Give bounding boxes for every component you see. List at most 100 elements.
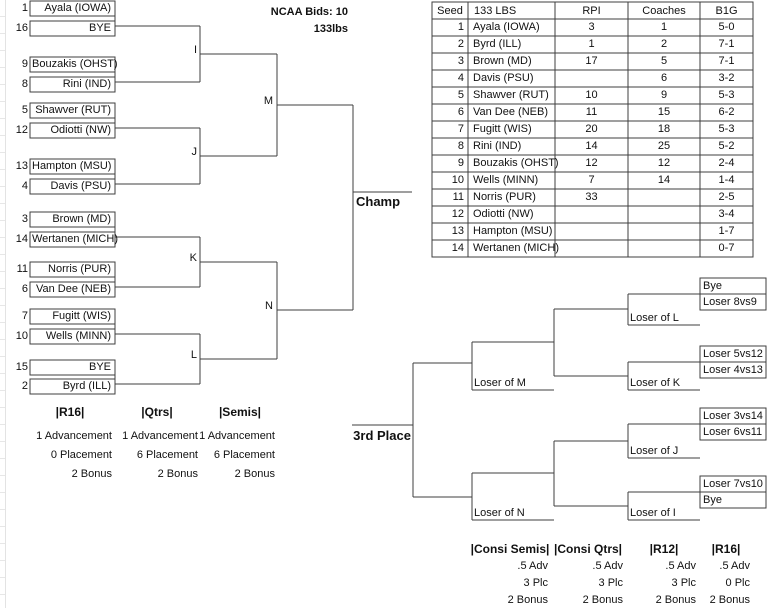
table-cell-b1g: 5-3 bbox=[718, 89, 735, 101]
slot-name: Hampton (MSU) bbox=[32, 160, 112, 172]
consi-entry: Loser 4vs13 bbox=[703, 364, 763, 376]
scoring-header-r16: |R16| bbox=[55, 405, 85, 419]
table-cell-b1g: 2-5 bbox=[718, 191, 735, 203]
table-cell-coaches: 2 bbox=[660, 38, 668, 50]
table-cell-b1g: 3-2 bbox=[718, 72, 735, 84]
slot-name: Norris (PUR) bbox=[48, 263, 111, 275]
table-cell-coaches: 25 bbox=[657, 140, 671, 152]
consi-scoring-header-r12: |R12| bbox=[649, 542, 679, 556]
scoring-line: .5 Adv bbox=[665, 560, 696, 572]
consi-scoring-header-semis: |Consi Semis| bbox=[470, 542, 550, 556]
spreadsheet-gridlines bbox=[0, 0, 6, 608]
scoring-line: .5 Adv bbox=[517, 560, 548, 572]
table-cell-b1g: 7-1 bbox=[718, 38, 735, 50]
scoring-line: 2 Bonus bbox=[709, 594, 750, 606]
scoring-line: 2 Bonus bbox=[582, 594, 623, 606]
table-cell-b1g: 2-4 bbox=[718, 157, 735, 169]
consolation-entry-boxes bbox=[699, 277, 767, 509]
ncaa-bids-title: NCAA Bids: 10 bbox=[270, 6, 348, 18]
table-cell-seed: 2 bbox=[457, 38, 464, 50]
match-label-m: M bbox=[263, 95, 273, 107]
scoring-line: 3 Plc bbox=[598, 577, 623, 589]
scoring-line: 2 Bonus bbox=[234, 468, 275, 480]
scoring-line: 0 Placement bbox=[50, 449, 112, 461]
table-cell-seed: 9 bbox=[457, 157, 464, 169]
scoring-line: 0 Plc bbox=[725, 577, 750, 589]
table-cell-b1g: 7-1 bbox=[718, 55, 735, 67]
table-cell-seed: 8 bbox=[457, 140, 464, 152]
table-cell-seed: 13 bbox=[451, 225, 464, 237]
slot-seed: 7 bbox=[21, 310, 28, 322]
consi-entry: Loser 5vs12 bbox=[703, 348, 763, 360]
consi-entry: Bye bbox=[703, 494, 722, 506]
slot-seed: 13 bbox=[15, 160, 28, 172]
table-cell-b1g: 3-4 bbox=[718, 208, 735, 220]
table-cell-name: Wertanen (MICH) bbox=[473, 242, 559, 254]
table-cell-name: Fugitt (WIS) bbox=[473, 123, 532, 135]
table-cell-name: Davis (PSU) bbox=[473, 72, 534, 84]
table-cell-coaches: 15 bbox=[657, 106, 671, 118]
consi-slot-loser-k: Loser of K bbox=[630, 377, 681, 389]
scoring-line: .5 Adv bbox=[719, 560, 750, 572]
scoring-header-qtrs: |Qtrs| bbox=[141, 405, 173, 419]
slot-name: Brown (MD) bbox=[52, 213, 111, 225]
slot-name: Byrd (ILL) bbox=[62, 380, 111, 392]
table-header-rpi: RPI bbox=[582, 5, 601, 17]
table-cell-rpi: 20 bbox=[585, 123, 598, 135]
table-cell-coaches: 18 bbox=[657, 123, 671, 135]
slot-seed: 9 bbox=[21, 58, 28, 70]
slot-name: Van Dee (NEB) bbox=[36, 283, 111, 295]
championship-connectors bbox=[114, 16, 412, 394]
slot-seed: 12 bbox=[15, 124, 28, 136]
slot-name: BYE bbox=[88, 22, 111, 34]
table-cell-name: Brown (MD) bbox=[473, 55, 532, 67]
scoring-line: 6 Placement bbox=[136, 449, 198, 461]
table-cell-rpi: 10 bbox=[585, 89, 598, 101]
slot-seed: 11 bbox=[16, 263, 28, 275]
consi-slot-loser-i: Loser of I bbox=[630, 507, 676, 519]
slot-name: Fugitt (WIS) bbox=[52, 310, 111, 322]
scoring-line: 1 Advancement bbox=[199, 430, 275, 442]
champ-label: Champ bbox=[356, 194, 401, 209]
table-cell-b1g: 5-3 bbox=[718, 123, 735, 135]
slot-name: Odiotti (NW) bbox=[50, 124, 112, 136]
table-cell-rpi: 17 bbox=[585, 55, 598, 67]
slot-seed: 6 bbox=[21, 283, 28, 295]
table-cell-seed: 4 bbox=[457, 72, 464, 84]
slot-seed: 15 bbox=[15, 361, 28, 373]
table-cell-b1g: 5-2 bbox=[718, 140, 735, 152]
slot-seed: 14 bbox=[15, 233, 28, 245]
scoring-line: 6 Placement bbox=[213, 449, 275, 461]
scoring-line: 1 Advancement bbox=[36, 430, 112, 442]
slot-seed: 16 bbox=[15, 22, 28, 34]
third-place-label: 3rd Place bbox=[353, 428, 411, 443]
consi-scoring-header-qtrs: |Consi Qtrs| bbox=[553, 542, 623, 556]
table-cell-name: Ayala (IOWA) bbox=[473, 21, 540, 33]
table-cell-coaches: 14 bbox=[657, 174, 671, 186]
seed-table-grid bbox=[431, 1, 754, 258]
table-cell-rpi: 12 bbox=[585, 157, 598, 169]
table-cell-seed: 10 bbox=[451, 174, 464, 186]
slot-seed: 10 bbox=[15, 330, 28, 342]
match-label-n: N bbox=[265, 300, 273, 312]
table-cell-rpi: 3 bbox=[588, 21, 595, 33]
slot-name: Wertanen (MICH) bbox=[32, 233, 118, 245]
consi-entry: Loser 3vs14 bbox=[703, 410, 763, 422]
consolation-connectors bbox=[352, 293, 700, 521]
table-header-seed: Seed bbox=[437, 5, 463, 17]
table-cell-coaches: 9 bbox=[660, 89, 668, 101]
consi-entry: Bye bbox=[703, 280, 722, 292]
scoring-line: 2 Bonus bbox=[507, 594, 548, 606]
consi-entry: Loser 7vs10 bbox=[703, 478, 763, 490]
table-header-weight: 133 LBS bbox=[474, 5, 517, 17]
table-cell-rpi: 1 bbox=[588, 38, 595, 50]
scoring-line: .5 Adv bbox=[592, 560, 623, 572]
table-cell-b1g: 6-2 bbox=[718, 106, 735, 118]
table-cell-name: Hampton (MSU) bbox=[473, 225, 553, 237]
slot-name: Rini (IND) bbox=[62, 78, 111, 90]
table-cell-name: Odiotti (NW) bbox=[473, 208, 534, 220]
table-cell-name: Byrd (ILL) bbox=[473, 38, 522, 50]
table-cell-name: Rini (IND) bbox=[473, 140, 522, 152]
table-cell-seed: 7 bbox=[457, 123, 464, 135]
